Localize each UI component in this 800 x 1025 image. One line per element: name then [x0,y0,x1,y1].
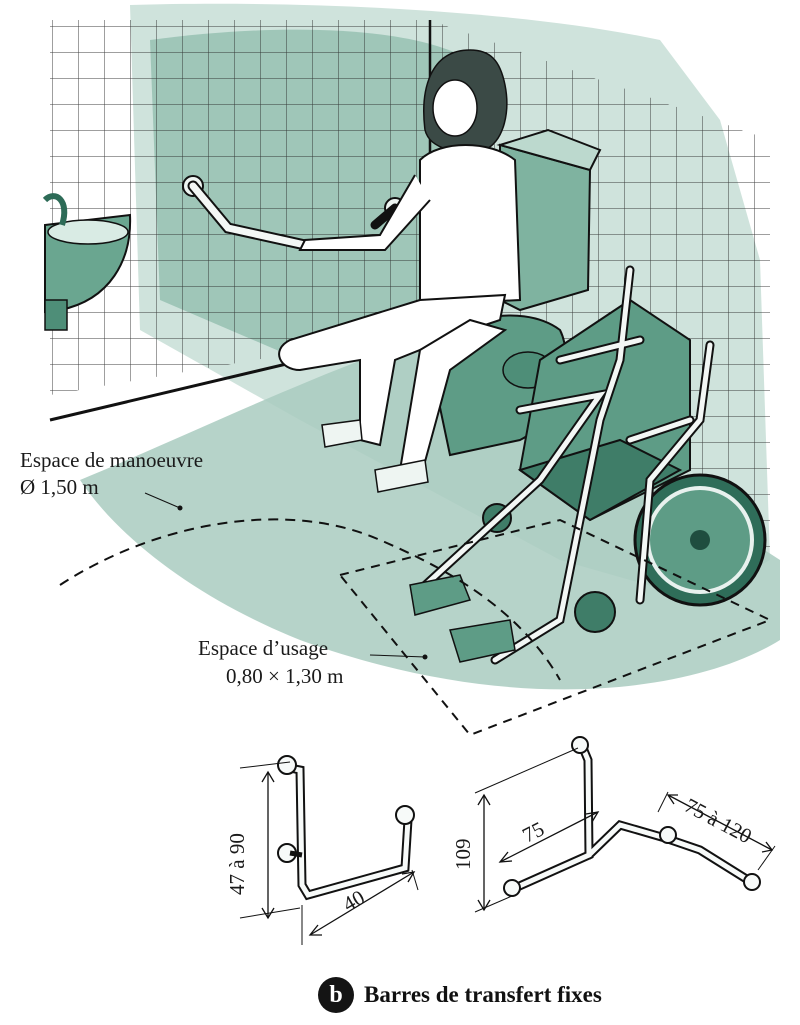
washbasin [42,193,132,331]
dim-right-length: 75 à 120 [681,793,756,848]
detail-l-bar [239,755,419,945]
dim-left-height: 47 à 90 [225,833,249,895]
figure-caption: b Barres de transfert fixes [318,975,602,1015]
wheelchair [409,265,767,665]
detail-corner-bar [474,736,776,913]
caption-title: Barres de transfert fixes [364,982,602,1007]
usage-label-line2: 0,80 × 1,30 m [226,664,344,688]
dim-right-height: 109 [451,839,475,871]
woman-figure [278,49,522,493]
dim-right-depth: 75 [518,817,548,848]
tiled-back-wall [50,20,430,395]
usage-label-line1: Espace d’usage [198,636,329,660]
manoeuvre-label-line1: Espace de manoeuvre [20,448,204,472]
manoeuvre-label-line2: Ø 1,50 m [20,475,99,499]
manoeuvre-space-arc [59,518,561,681]
usage-space-rectangle [338,518,773,737]
caption-badge: b [318,977,354,1013]
